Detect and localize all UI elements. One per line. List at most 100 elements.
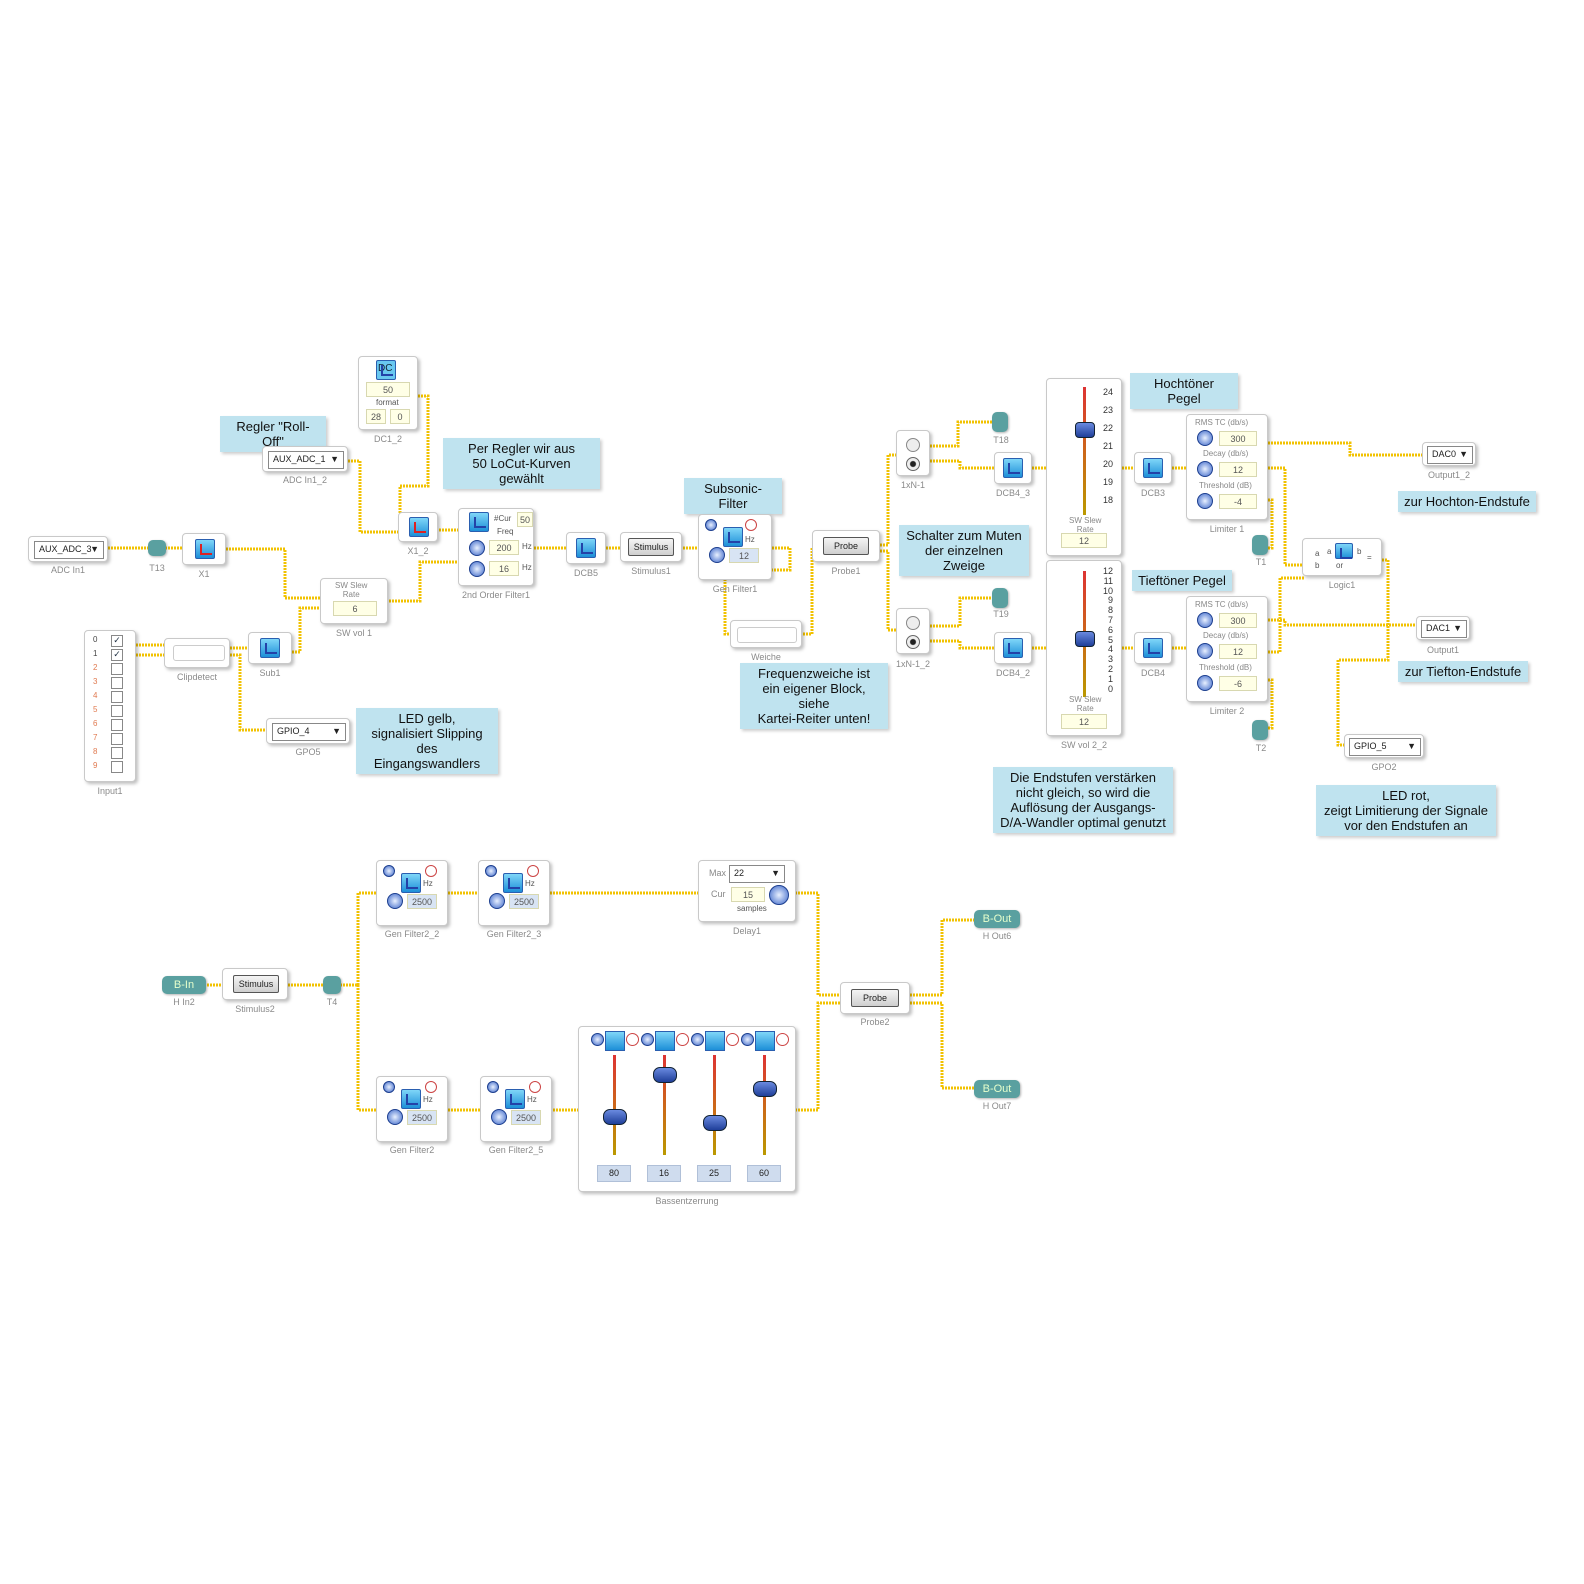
output1-block[interactable]: DAC1▼ <box>1416 616 1470 640</box>
input-channel-row[interactable]: 1✓ <box>91 649 131 661</box>
swvol1-block[interactable]: SW Slew Rate 6 <box>320 578 388 624</box>
sine-icon[interactable] <box>626 1033 639 1046</box>
probe1-button[interactable]: Probe <box>823 537 869 555</box>
t1-terminal[interactable] <box>1252 535 1268 555</box>
gpo2-block[interactable]: GPIO_5▼ <box>1344 734 1424 758</box>
radio-off[interactable] <box>906 616 920 630</box>
freq-value[interactable]: 2500 <box>511 1110 541 1125</box>
genfilter2-3-block[interactable]: Hz 2500 <box>478 860 550 926</box>
swvol2-2-value[interactable]: 12 <box>1061 714 1107 729</box>
swvol2-track[interactable] <box>1083 387 1086 515</box>
channel-checkbox[interactable] <box>111 691 123 703</box>
logic1-block[interactable]: a b a or b = <box>1302 538 1382 576</box>
probe2-block[interactable]: Probe <box>840 982 910 1014</box>
delay1-block[interactable]: Max 22▼ Cur 15 samples <box>698 860 796 922</box>
band-thumb[interactable] <box>653 1067 677 1083</box>
limiter2-block[interactable]: RMS TC (db/s) 300 Decay (db/s) 12 Thresh… <box>1186 596 1268 702</box>
swvol2-thumb[interactable] <box>1075 422 1095 438</box>
stimulus2-button[interactable]: Stimulus <box>233 975 279 993</box>
input-channel-row[interactable]: 4 <box>91 691 131 703</box>
sine-icon[interactable] <box>425 1081 437 1093</box>
threshold-knob[interactable] <box>1197 493 1213 509</box>
input-channel-row[interactable]: 6 <box>91 719 131 731</box>
dcb4-2-block[interactable] <box>994 632 1032 664</box>
rms-value[interactable]: 300 <box>1219 613 1257 628</box>
genfilter2-block[interactable]: Hz 2500 <box>376 1076 448 1142</box>
dc-value[interactable]: 50 <box>366 382 410 397</box>
t18-terminal[interactable] <box>992 412 1008 432</box>
clipdetect-field[interactable] <box>173 645 225 661</box>
radio-on[interactable] <box>906 635 920 649</box>
input-channel-row[interactable]: 5 <box>91 705 131 717</box>
band-thumb[interactable] <box>753 1081 777 1097</box>
adc-in1-block[interactable]: AUX_ADC_3▼ <box>28 536 108 562</box>
power-icon[interactable] <box>705 519 717 531</box>
cur-value[interactable]: 15 <box>731 887 765 902</box>
sine-icon[interactable] <box>425 865 437 877</box>
gpo5-select[interactable]: GPIO_4▼ <box>272 723 346 741</box>
freq-knob[interactable] <box>469 540 485 556</box>
decay-value[interactable]: 12 <box>1219 644 1257 659</box>
switch-1xn1-2-block[interactable] <box>896 608 930 654</box>
max-select[interactable]: 22▼ <box>729 865 785 883</box>
adc-select[interactable]: AUX_ADC_3▼ <box>34 541 104 559</box>
sine-icon[interactable] <box>776 1033 789 1046</box>
power-icon[interactable] <box>383 865 395 877</box>
freq-value[interactable]: 200 <box>489 540 519 555</box>
swvol2-2-thumb[interactable] <box>1075 631 1095 647</box>
rms-knob[interactable] <box>1197 612 1213 628</box>
dac1-select[interactable]: DAC1▼ <box>1421 620 1467 638</box>
channel-checkbox[interactable] <box>111 719 123 731</box>
gpo5-block[interactable]: GPIO_4▼ <box>266 718 350 744</box>
q-value[interactable]: 16 <box>489 561 519 576</box>
stimulus1-block[interactable]: Stimulus <box>620 532 682 562</box>
freq-knob[interactable] <box>387 1109 403 1125</box>
band-value[interactable]: 80 <box>597 1165 631 1182</box>
channel-checkbox[interactable] <box>111 705 123 717</box>
power-icon[interactable] <box>641 1033 654 1046</box>
band-track[interactable] <box>763 1055 766 1155</box>
probe1-block[interactable]: Probe <box>812 530 880 562</box>
sine-icon[interactable] <box>676 1033 689 1046</box>
sine-icon[interactable] <box>527 865 539 877</box>
probe2-button[interactable]: Probe <box>851 989 899 1007</box>
channel-checkbox[interactable] <box>111 761 123 773</box>
band-value[interactable]: 16 <box>647 1165 681 1182</box>
channel-checkbox[interactable] <box>111 733 123 745</box>
input-channel-row[interactable]: 3 <box>91 677 131 689</box>
freq-value[interactable]: 2500 <box>407 894 437 909</box>
decay-knob[interactable] <box>1197 643 1213 659</box>
filter-2nd-order-block[interactable]: #Cur 50 Freq 200 Hz 16 Hz <box>458 508 534 586</box>
power-icon[interactable] <box>591 1033 604 1046</box>
format-a-value[interactable]: 28 <box>366 409 386 424</box>
band-value[interactable]: 25 <box>697 1165 731 1182</box>
decay-value[interactable]: 12 <box>1219 462 1257 477</box>
stimulus1-button[interactable]: Stimulus <box>628 538 674 556</box>
threshold-value[interactable]: -4 <box>1219 494 1257 509</box>
genfilter1-block[interactable]: Hz 12 <box>698 514 772 580</box>
input-channel-row[interactable]: 9 <box>91 761 131 773</box>
dac0-select[interactable]: DAC0▼ <box>1427 446 1473 464</box>
freq-value[interactable]: 2500 <box>407 1110 437 1125</box>
stimulus2-block[interactable]: Stimulus <box>222 968 288 1000</box>
dcb4-block[interactable] <box>1134 632 1172 664</box>
power-icon[interactable] <box>741 1033 754 1046</box>
band-track[interactable] <box>663 1055 666 1155</box>
freq-knob[interactable] <box>489 893 505 909</box>
power-icon[interactable] <box>487 1081 499 1093</box>
channel-checkbox[interactable]: ✓ <box>111 649 123 661</box>
swvol2-value[interactable]: 12 <box>1061 533 1107 548</box>
h-in2-terminal[interactable]: B-In <box>162 976 206 994</box>
sine-icon[interactable] <box>745 519 757 531</box>
h-out7-terminal[interactable]: B-Out <box>974 1080 1020 1098</box>
band-track[interactable] <box>713 1055 716 1155</box>
h-out6-terminal[interactable]: B-Out <box>974 910 1020 928</box>
weiche-field[interactable] <box>737 627 797 643</box>
rms-knob[interactable] <box>1197 430 1213 446</box>
t13-terminal[interactable] <box>148 540 166 556</box>
cur-value[interactable]: 50 <box>517 512 533 527</box>
gpo2-select[interactable]: GPIO_5▼ <box>1349 738 1421 756</box>
